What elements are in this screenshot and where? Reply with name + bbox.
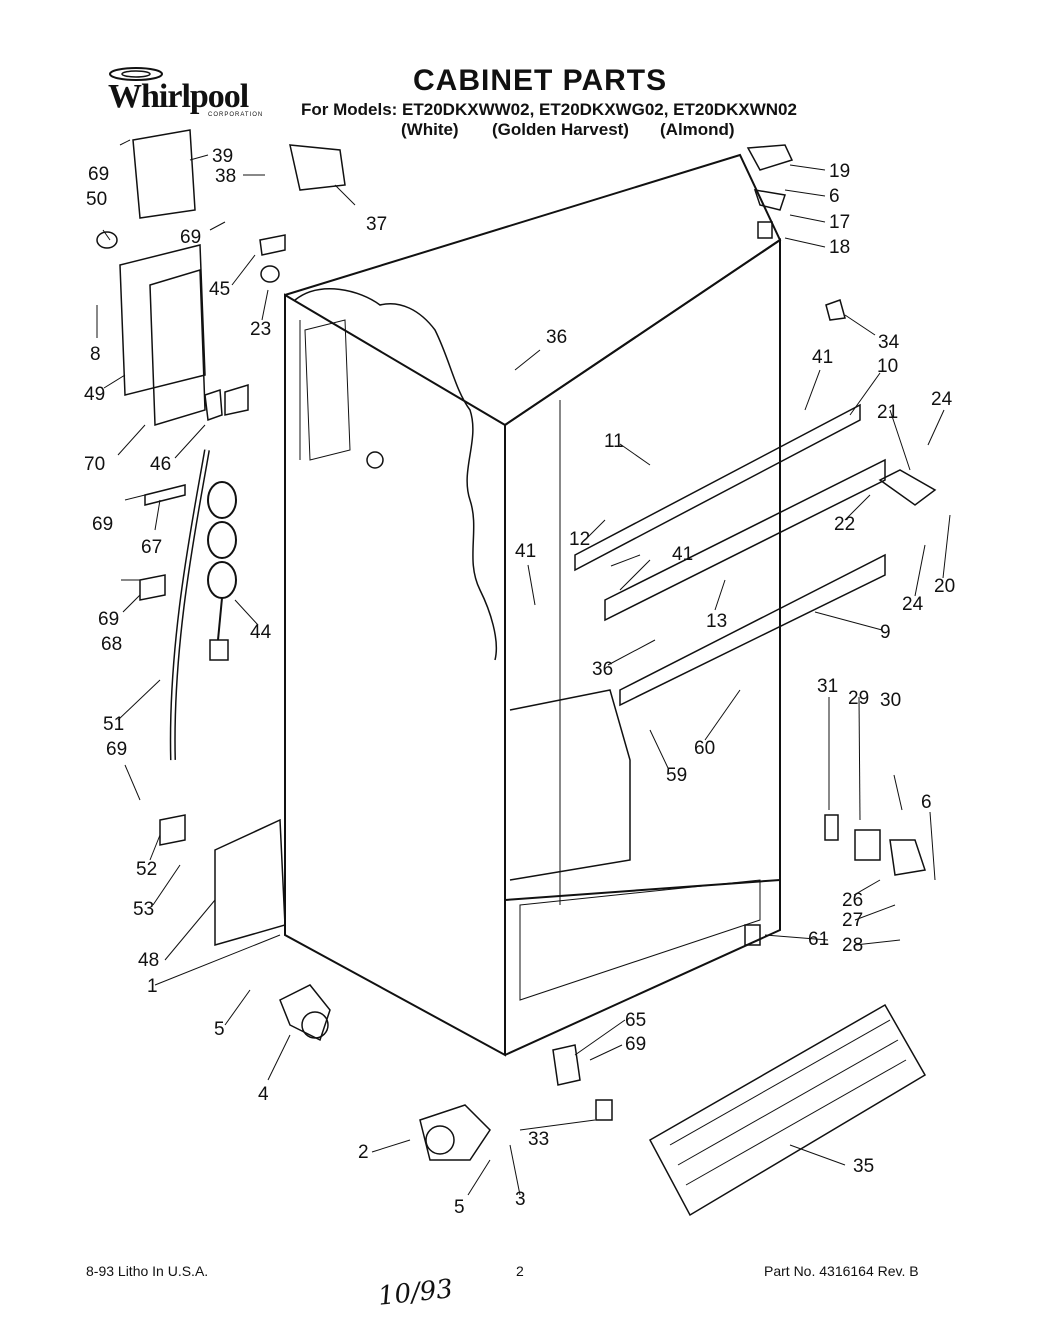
callout-9: 9 bbox=[880, 622, 891, 643]
callout-2: 2 bbox=[358, 1142, 369, 1163]
callout-69: 69 bbox=[92, 514, 113, 535]
models-line: For Models: ET20DKXWW02, ET20DKXWG02, ET… bbox=[301, 100, 797, 119]
variant-white: (White) bbox=[401, 120, 459, 139]
callout-49: 49 bbox=[84, 384, 105, 405]
callout-24: 24 bbox=[902, 594, 924, 615]
callout-26: 26 bbox=[842, 890, 863, 911]
callout-39: 39 bbox=[212, 146, 233, 167]
callout-45: 45 bbox=[209, 279, 230, 300]
callout-51: 51 bbox=[103, 714, 124, 735]
callout-48: 48 bbox=[138, 950, 159, 971]
callout-18: 18 bbox=[829, 237, 850, 258]
variant-golden-harvest: (Golden Harvest) bbox=[492, 120, 629, 139]
callout-20: 20 bbox=[934, 576, 955, 597]
cabinet-outline bbox=[96, 129, 937, 1217]
callout-36: 36 bbox=[592, 659, 613, 680]
brand-corporation: CORPORATION bbox=[208, 112, 264, 118]
callout-59: 59 bbox=[666, 765, 687, 786]
callout-5: 5 bbox=[454, 1197, 465, 1218]
callout-38: 38 bbox=[215, 166, 236, 187]
leader-lines bbox=[96, 139, 951, 1196]
callout-23: 23 bbox=[250, 319, 271, 340]
callout-12: 12 bbox=[569, 529, 590, 550]
callout-61: 61 bbox=[808, 929, 829, 950]
callout-29: 29 bbox=[848, 688, 869, 709]
callout-70: 70 bbox=[84, 454, 105, 475]
footer-page-number: 2 bbox=[516, 1263, 524, 1279]
callout-4: 4 bbox=[258, 1084, 269, 1105]
logo-swirl bbox=[109, 67, 163, 81]
callout-8: 8 bbox=[90, 344, 101, 365]
callout-35: 35 bbox=[853, 1156, 874, 1177]
callout-6: 6 bbox=[829, 186, 840, 207]
callout-52: 52 bbox=[136, 859, 157, 880]
callout-44: 44 bbox=[250, 622, 272, 643]
callout-19: 19 bbox=[829, 161, 850, 182]
callout-36: 36 bbox=[546, 327, 567, 348]
callout-1: 1 bbox=[147, 976, 158, 997]
callout-53: 53 bbox=[133, 899, 154, 920]
callout-31: 31 bbox=[817, 676, 838, 697]
callout-37: 37 bbox=[366, 214, 387, 235]
callout-24: 24 bbox=[931, 389, 953, 410]
callout-11: 11 bbox=[604, 431, 624, 452]
callout-41: 41 bbox=[515, 541, 536, 562]
callout-65: 65 bbox=[625, 1010, 646, 1031]
callout-69: 69 bbox=[88, 164, 109, 185]
callout-17: 17 bbox=[829, 212, 850, 233]
callout-41: 41 bbox=[672, 544, 693, 565]
brand-name: Whirlpool bbox=[108, 78, 249, 115]
whirlpool-logo: Whirlpool CORPORATION bbox=[96, 64, 266, 124]
footer-litho: 8-93 Litho In U.S.A. bbox=[86, 1263, 209, 1279]
callout-28: 28 bbox=[842, 935, 863, 956]
footer-part-number: Part No. 4316164 Rev. B bbox=[764, 1263, 919, 1279]
callout-69: 69 bbox=[98, 609, 119, 630]
callout-34: 34 bbox=[878, 332, 900, 353]
callout-46: 46 bbox=[150, 454, 171, 475]
callout-69: 69 bbox=[180, 227, 201, 248]
callout-60: 60 bbox=[694, 738, 715, 759]
variant-almond: (Almond) bbox=[660, 120, 735, 139]
callout-27: 27 bbox=[842, 910, 863, 931]
page-title: CABINET PARTS bbox=[413, 64, 668, 97]
callout-22: 22 bbox=[834, 514, 855, 535]
callout-33: 33 bbox=[528, 1129, 549, 1150]
callout-21: 21 bbox=[877, 402, 898, 423]
callout-3: 3 bbox=[515, 1189, 526, 1210]
callout-69: 69 bbox=[625, 1034, 646, 1055]
callout-13: 13 bbox=[706, 611, 727, 632]
callout-41: 41 bbox=[812, 347, 833, 368]
callout-30: 30 bbox=[880, 690, 901, 711]
callout-68: 68 bbox=[101, 634, 122, 655]
callout-50: 50 bbox=[86, 189, 107, 210]
callout-10: 10 bbox=[877, 356, 898, 377]
callout-5: 5 bbox=[214, 1019, 225, 1040]
callout-69: 69 bbox=[106, 739, 127, 760]
callout-67: 67 bbox=[141, 537, 162, 558]
callout-6: 6 bbox=[921, 792, 932, 813]
